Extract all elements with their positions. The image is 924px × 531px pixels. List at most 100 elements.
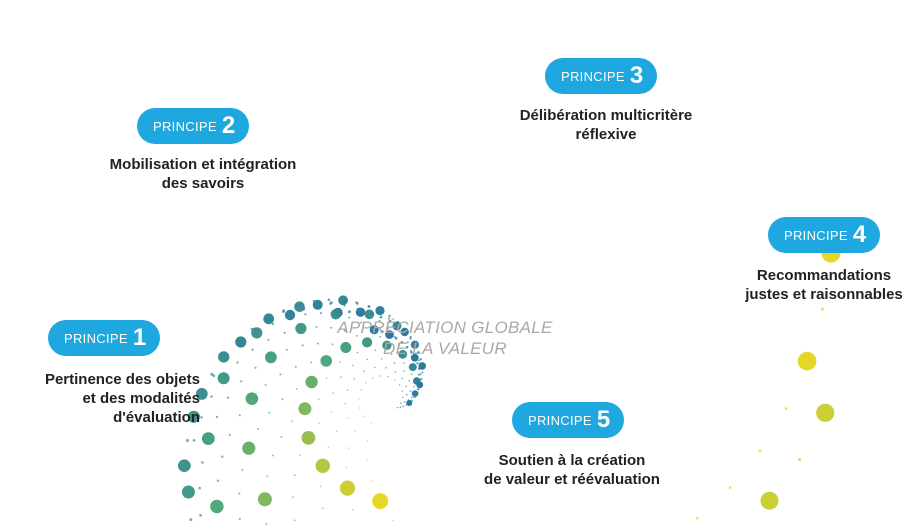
- spiral-trail-dot: [330, 326, 333, 329]
- spiral-trail-dot: [201, 461, 204, 464]
- principle-1-word: PRINCIPE: [64, 330, 128, 346]
- spiral-dot: [294, 301, 305, 313]
- spiral-trail-dot: [345, 466, 348, 469]
- spiral-dot: [251, 327, 263, 339]
- spiral-trail-dot: [210, 395, 213, 398]
- spiral-trail-dot: [319, 485, 322, 488]
- spiral-trail-dot: [378, 310, 381, 313]
- spiral-trail-dot: [295, 388, 298, 390]
- spiral-trail-dot: [416, 362, 419, 365]
- spiral-trail-dot: [254, 366, 257, 369]
- spiral-trail-dot: [398, 344, 401, 347]
- spiral-trail-dot: [417, 388, 419, 391]
- spiral-dot: [338, 295, 348, 306]
- spiral-trail-dot: [315, 325, 318, 328]
- spiral-dot: [217, 372, 230, 385]
- spiral-trail-dot: [299, 454, 301, 457]
- spiral-trail-dot: [189, 518, 193, 522]
- spiral-trail-dot: [390, 353, 393, 356]
- spiral-dot: [265, 351, 277, 364]
- spiral-trail-dot: [344, 402, 346, 405]
- spiral-trail-dot: [379, 335, 382, 338]
- spiral-trail-dot: [365, 382, 367, 384]
- spiral-dot: [369, 325, 379, 335]
- spiral-trail-dot: [294, 365, 297, 368]
- principle-5-badge: PRINCIPE 5: [512, 402, 625, 438]
- spiral-trail-dot: [388, 314, 391, 318]
- principle-3-badge: PRINCIPE 3: [545, 58, 658, 94]
- spiral-trail-dot: [353, 378, 355, 380]
- spiral-trail-dot: [186, 439, 189, 442]
- spiral-trail-dot: [784, 407, 788, 411]
- spiral-trail-dot: [417, 373, 420, 376]
- spiral-dot: [364, 309, 375, 320]
- spiral-dot: [330, 309, 341, 320]
- spiral-dot: [372, 493, 389, 510]
- spiral-trail-dot: [221, 455, 224, 458]
- spiral-trail-dot: [310, 361, 313, 364]
- spiral-trail-dot: [380, 330, 384, 334]
- spiral-trail-dot: [403, 362, 405, 364]
- spiral-trail-dot: [240, 343, 243, 346]
- spiral-trail-dot: [226, 396, 230, 399]
- spiral-trail-dot: [416, 351, 419, 354]
- spiral-trail-dot: [319, 312, 323, 315]
- spiral-dot: [408, 363, 417, 372]
- spiral-dot: [413, 377, 421, 385]
- spiral-trail-dot: [215, 415, 219, 419]
- spiral-dot: [411, 390, 419, 397]
- spiral-trail-dot: [418, 366, 421, 369]
- spiral-trail-dot: [401, 390, 403, 392]
- spiral-trail-dot: [282, 310, 285, 314]
- spiral-trail-dot: [201, 393, 205, 397]
- spiral-trail-dot: [370, 479, 373, 482]
- principle-2-number: 2: [221, 112, 236, 139]
- spiral-trail-dot: [378, 319, 381, 322]
- spiral-trail-dot: [188, 464, 192, 467]
- spiral-trail-dot: [363, 415, 365, 418]
- principle-1-number: 1: [132, 324, 147, 351]
- spiral-dot: [375, 306, 385, 316]
- spiral-trail-dot: [798, 458, 802, 461]
- spiral-trail-dot: [410, 373, 413, 376]
- spiral-trail-dot: [236, 361, 239, 364]
- spiral-trail-dot: [347, 310, 351, 314]
- spiral-trail-dot: [251, 348, 254, 351]
- spiral-trail-dot: [394, 379, 396, 381]
- spiral-dot: [312, 299, 323, 310]
- spiral-dot: [362, 337, 373, 348]
- principle-4-number: 4: [852, 221, 867, 248]
- spiral-trail-dot: [266, 317, 269, 321]
- spiral-trail-dot: [379, 315, 383, 319]
- spiral-trail-dot: [268, 411, 271, 414]
- spiral-trail-dot: [419, 358, 422, 361]
- spiral-dot: [398, 349, 408, 359]
- spiral-trail-dot: [327, 446, 330, 449]
- spiral-trail-dot: [346, 389, 349, 391]
- spiral-trail-dot: [351, 508, 354, 511]
- spiral-trail-dot: [400, 402, 402, 404]
- spiral-dot: [181, 485, 195, 499]
- spiral-dot: [760, 491, 779, 510]
- spiral-trail-dot: [367, 305, 370, 308]
- spiral-trail-dot: [695, 516, 699, 520]
- spiral-trail-dot: [327, 298, 331, 302]
- center-title: APPRÉCIATION GLOBALE DE LA VALEUR: [337, 318, 553, 358]
- principle-5-number: 5: [596, 406, 611, 433]
- spiral-dot: [406, 400, 413, 406]
- spiral-trail-dot: [321, 507, 324, 510]
- spiral-dot: [218, 351, 230, 363]
- spiral-trail-dot: [398, 384, 401, 386]
- spiral-trail-dot: [370, 328, 373, 331]
- spiral-trail-dot: [355, 335, 358, 337]
- spiral-trail-dot: [419, 373, 422, 376]
- spiral-trail-dot: [407, 399, 410, 401]
- spiral-dot: [340, 342, 352, 353]
- spiral-trail-dot: [301, 344, 304, 347]
- spiral-trail-dot: [285, 348, 288, 351]
- spiral-trail-dot: [419, 383, 422, 386]
- spiral-trail-dot: [304, 313, 307, 316]
- spiral-trail-dot: [198, 486, 201, 490]
- spiral-trail-dot: [235, 340, 239, 344]
